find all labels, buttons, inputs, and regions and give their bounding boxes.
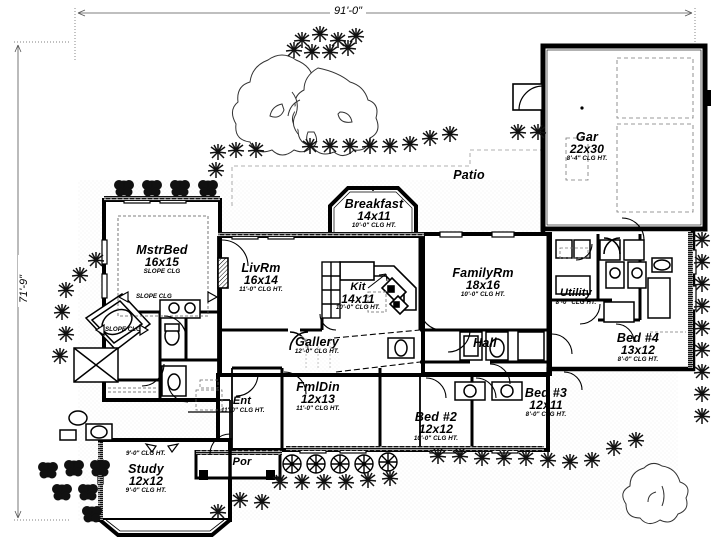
room-dimension: 13x12 [620, 343, 656, 358]
note-master-ceiling-height: 9'-0" CLG HT. [126, 450, 166, 457]
room-dimension: 14x11 [341, 291, 375, 306]
room-name: FamilyRm [452, 266, 514, 280]
room-label-por: Por [222, 456, 262, 469]
room-dimension: 14x11 [357, 209, 391, 224]
room-ceiling: 8'-4" CLG HT. [566, 154, 608, 162]
room-label-familyrm: FamilyRm 18x16 10'-0" CLG HT. [434, 266, 532, 298]
room-ceiling: 8'-0" CLG HT. [525, 410, 567, 418]
room-label-bed3: Bed #3 12x11 8'-0" CLG HT. [508, 386, 584, 418]
room-label-bed4: Bed #4 13x12 8'-0" CLG HT. [600, 331, 676, 363]
room-ceiling: 11'-0" CLG HT. [221, 406, 265, 414]
room-name: Kit [350, 281, 366, 293]
overall-width-dimension: 91'-0" [330, 5, 367, 17]
room-ceiling: 8'-0" CLG HT. [555, 298, 597, 306]
room-ceiling: 10'-0" CLG HT. [460, 290, 506, 298]
room-name: Por [232, 456, 252, 468]
room-name: FmlDin [296, 380, 340, 394]
room-dimension: 16x14 [243, 273, 279, 288]
overall-depth-dimension: 71'-9" [18, 255, 30, 307]
room-label-utility: Utility 8'-0" CLG HT. [548, 287, 604, 306]
room-label-gallery: Gallery 12'-0" CLG HT. [282, 335, 352, 356]
room-label-livrm: LivRm 16x14 11'-0" CLG HT. [224, 261, 298, 293]
room-dimension: 12x11 [529, 398, 563, 413]
room-name: Gar [575, 130, 599, 144]
room-name: MstrBed [136, 243, 188, 257]
note-slope-ceiling-lower: SLOPE CLG [105, 326, 141, 333]
room-ceiling: 11'-0" CLG HT. [296, 404, 340, 412]
room-name: Bed #4 [616, 331, 660, 345]
room-name: Utility [560, 287, 592, 299]
note-slope-ceiling-upper: SLOPE CLG [136, 293, 172, 300]
room-label-ent: Ent 11'-0" CLG HT. [221, 395, 265, 414]
room-dimension: 22x30 [569, 142, 605, 157]
room-dimension: 12x12 [418, 422, 454, 437]
room-label-breakfast: Breakfast 14x11 10'-0" CLG HT. [331, 197, 417, 229]
room-ceiling: 10'-0" CLG HT. [413, 434, 459, 442]
room-label-hall: Hall [461, 336, 509, 350]
room-label-kit: Kit 14x11 10'-0" CLG HT. [335, 281, 381, 312]
room-ceiling: SLOPE CLG [143, 267, 181, 275]
room-name: Patio [453, 168, 485, 182]
room-name: Gallery [295, 335, 339, 349]
room-name: Hall [473, 336, 497, 350]
room-label-study: Study 12x12 9'-0" CLG HT. [108, 462, 184, 494]
room-label-fmldin: FmlDin 12x13 11'-0" CLG HT. [282, 380, 354, 412]
room-name: LivRm [241, 261, 281, 275]
room-ceiling: 11'-0" CLG HT. [239, 285, 283, 293]
room-name: Breakfast [344, 197, 404, 211]
room-label-garage: Gar 22x30 8'-4" CLG HT. [547, 130, 627, 162]
room-ceiling: 8'-0" CLG HT. [617, 355, 659, 363]
room-ceiling: 9'-0" CLG HT. [125, 486, 167, 494]
room-label-mstrbed: MstrBed 16x15 SLOPE CLG [116, 243, 208, 275]
room-ceiling: 10'-0" CLG HT. [351, 221, 397, 229]
room-name: Study [128, 462, 164, 476]
room-label-bed2: Bed #2 12x12 10'-0" CLG HT. [398, 410, 474, 442]
room-dimension: 12x13 [300, 392, 336, 407]
room-ceiling: 10'-0" CLG HT. [335, 304, 381, 312]
room-ceiling: 12'-0" CLG HT. [294, 348, 340, 356]
room-label-patio: Patio [437, 168, 501, 182]
room-dimension: 16x15 [144, 255, 180, 270]
room-name: Ent [232, 395, 252, 407]
room-dimension: 12x12 [128, 474, 164, 489]
room-dimension: 18x16 [465, 278, 501, 293]
room-name: Bed #3 [524, 386, 568, 400]
room-name: Bed #2 [414, 410, 458, 424]
